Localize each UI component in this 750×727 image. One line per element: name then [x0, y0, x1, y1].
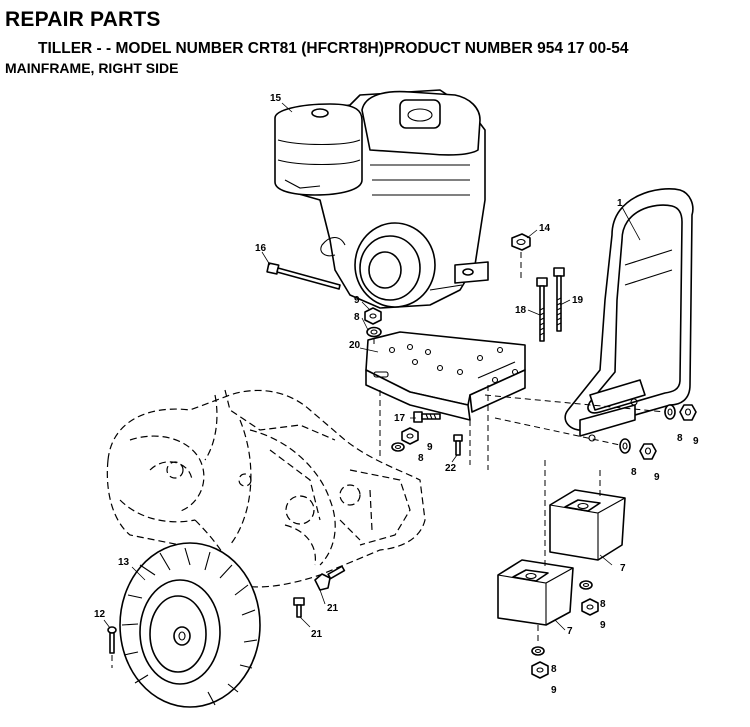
bolt-19[interactable]	[553, 267, 565, 332]
nut-9-block-upper[interactable]	[581, 598, 599, 616]
callout-15: 15	[270, 93, 282, 104]
wheel[interactable]	[119, 542, 261, 708]
callout-9-upper: 9	[354, 295, 360, 306]
handle-bumper[interactable]	[564, 188, 694, 442]
cable-tie[interactable]	[266, 262, 341, 290]
washer-8-block-upper[interactable]	[579, 580, 593, 590]
callout-20: 20	[349, 340, 361, 351]
callout-9-right: 9	[693, 436, 699, 447]
callout-19: 19	[572, 295, 584, 306]
callout-8-block-upper: 8	[600, 599, 606, 610]
washer-8-block-lower[interactable]	[531, 646, 545, 656]
callout-17: 17	[394, 413, 406, 424]
washer-8-upper[interactable]	[366, 326, 382, 349]
callout-12: 12	[94, 609, 106, 620]
weight-block-lower[interactable]	[497, 559, 574, 626]
bolt-21-lower[interactable]	[293, 597, 305, 618]
nut-9-handle-lower[interactable]	[639, 443, 657, 460]
callout-9-block-lower: 9	[551, 685, 557, 696]
callout-16: 16	[255, 243, 267, 254]
callout-8-block-lower: 8	[551, 664, 557, 675]
callout-labels: 1 15 14 16 9 8 20 18 19 17 9 8 22 8 9 8 …	[94, 93, 699, 696]
mainframe-bracket[interactable]	[365, 331, 526, 470]
callout-13: 13	[118, 557, 130, 568]
bolt-22[interactable]	[453, 434, 463, 456]
callout-9-handle-lower: 9	[654, 472, 660, 483]
washer-8-mid[interactable]	[391, 442, 405, 452]
bolt-17[interactable]	[413, 411, 441, 423]
section-title: MAINFRAME, RIGHT SIDE	[5, 60, 179, 76]
washer-8-right[interactable]	[664, 404, 676, 420]
leader-lines	[103, 102, 641, 631]
bolt-18[interactable]	[536, 277, 548, 342]
nut-9-mid[interactable]	[401, 427, 419, 445]
callout-21-lower: 21	[311, 629, 323, 640]
callout-14: 14	[539, 223, 551, 234]
callout-8-mid: 8	[418, 453, 424, 464]
callout-8-handle-lower: 8	[631, 467, 637, 478]
washer-8-handle-lower[interactable]	[619, 438, 631, 454]
callout-21-upper: 21	[327, 603, 339, 614]
callout-18: 18	[515, 305, 527, 316]
callout-1: 1	[617, 198, 623, 209]
bolt-21-upper[interactable]	[314, 565, 346, 591]
engine[interactable]	[274, 89, 489, 309]
nut-14[interactable]	[511, 233, 531, 280]
nut-9-block-lower[interactable]	[531, 661, 549, 679]
callout-9-mid: 9	[427, 442, 433, 453]
callout-7-upper: 7	[620, 563, 626, 574]
nut-9-right[interactable]	[679, 404, 697, 421]
callout-8-right: 8	[677, 433, 683, 444]
callout-22: 22	[445, 463, 457, 474]
nut-9-upper[interactable]	[364, 307, 382, 325]
model-subtitle: TILLER - - MODEL NUMBER CRT81 (HFCRT8H)P…	[38, 40, 629, 57]
clevis-pin[interactable]	[107, 626, 117, 654]
callout-8-upper: 8	[354, 312, 360, 323]
weight-block-upper[interactable]	[549, 489, 626, 561]
page-title: REPAIR PARTS	[5, 8, 161, 31]
callout-7-lower: 7	[567, 626, 573, 637]
callout-9-block-upper: 9	[600, 620, 606, 631]
